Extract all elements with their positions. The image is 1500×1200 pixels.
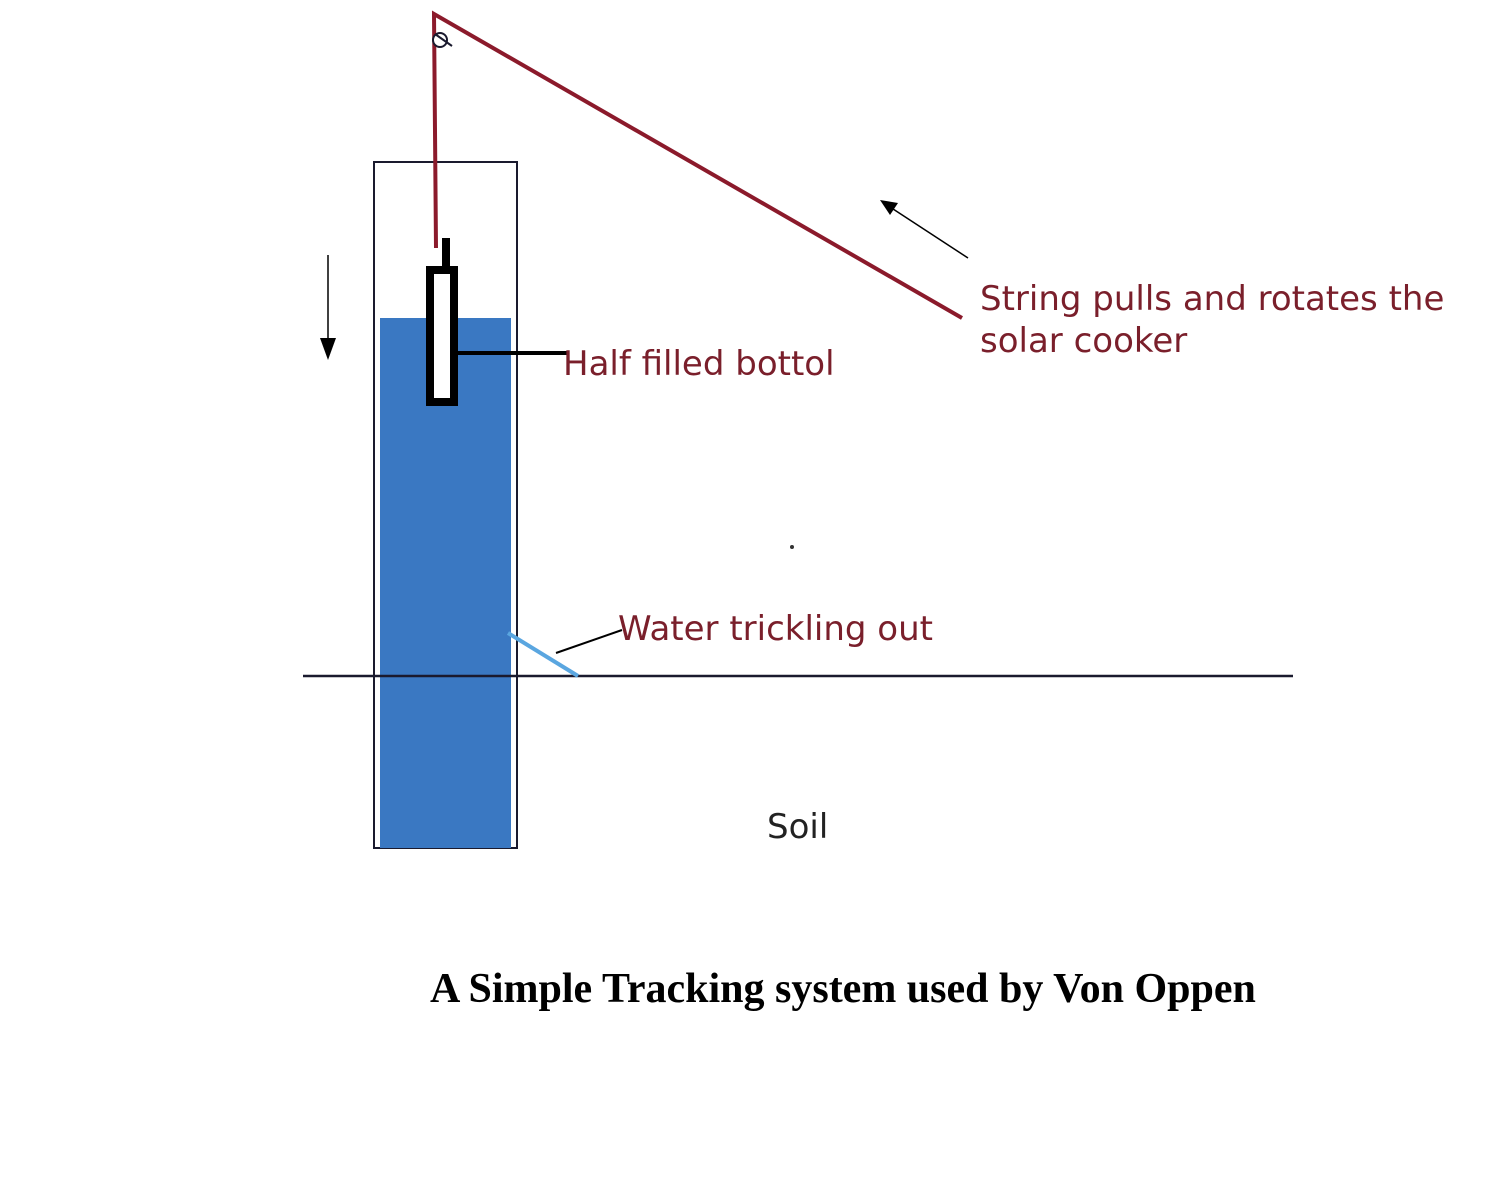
bottle: [426, 238, 458, 406]
figure-caption: A Simple Tracking system used by Von Opp…: [430, 966, 1256, 1012]
pull-arrow-icon: [880, 200, 969, 259]
soil-label: Soil: [767, 807, 828, 847]
water-column: [380, 318, 511, 848]
string: [431, 10, 963, 320]
string-label-line2: solar cooker: [980, 321, 1187, 361]
water-label: Water trickling out: [618, 609, 933, 649]
down-arrow-icon: [320, 255, 336, 360]
stray-dot: [790, 545, 794, 549]
water-leader-line: [555, 629, 623, 654]
bottle-label: Half filled bottol: [563, 344, 835, 384]
water-trickle: [506, 631, 580, 678]
pulley-icon: [432, 32, 453, 48]
string-label-line1: String pulls and rotates the: [980, 279, 1444, 319]
